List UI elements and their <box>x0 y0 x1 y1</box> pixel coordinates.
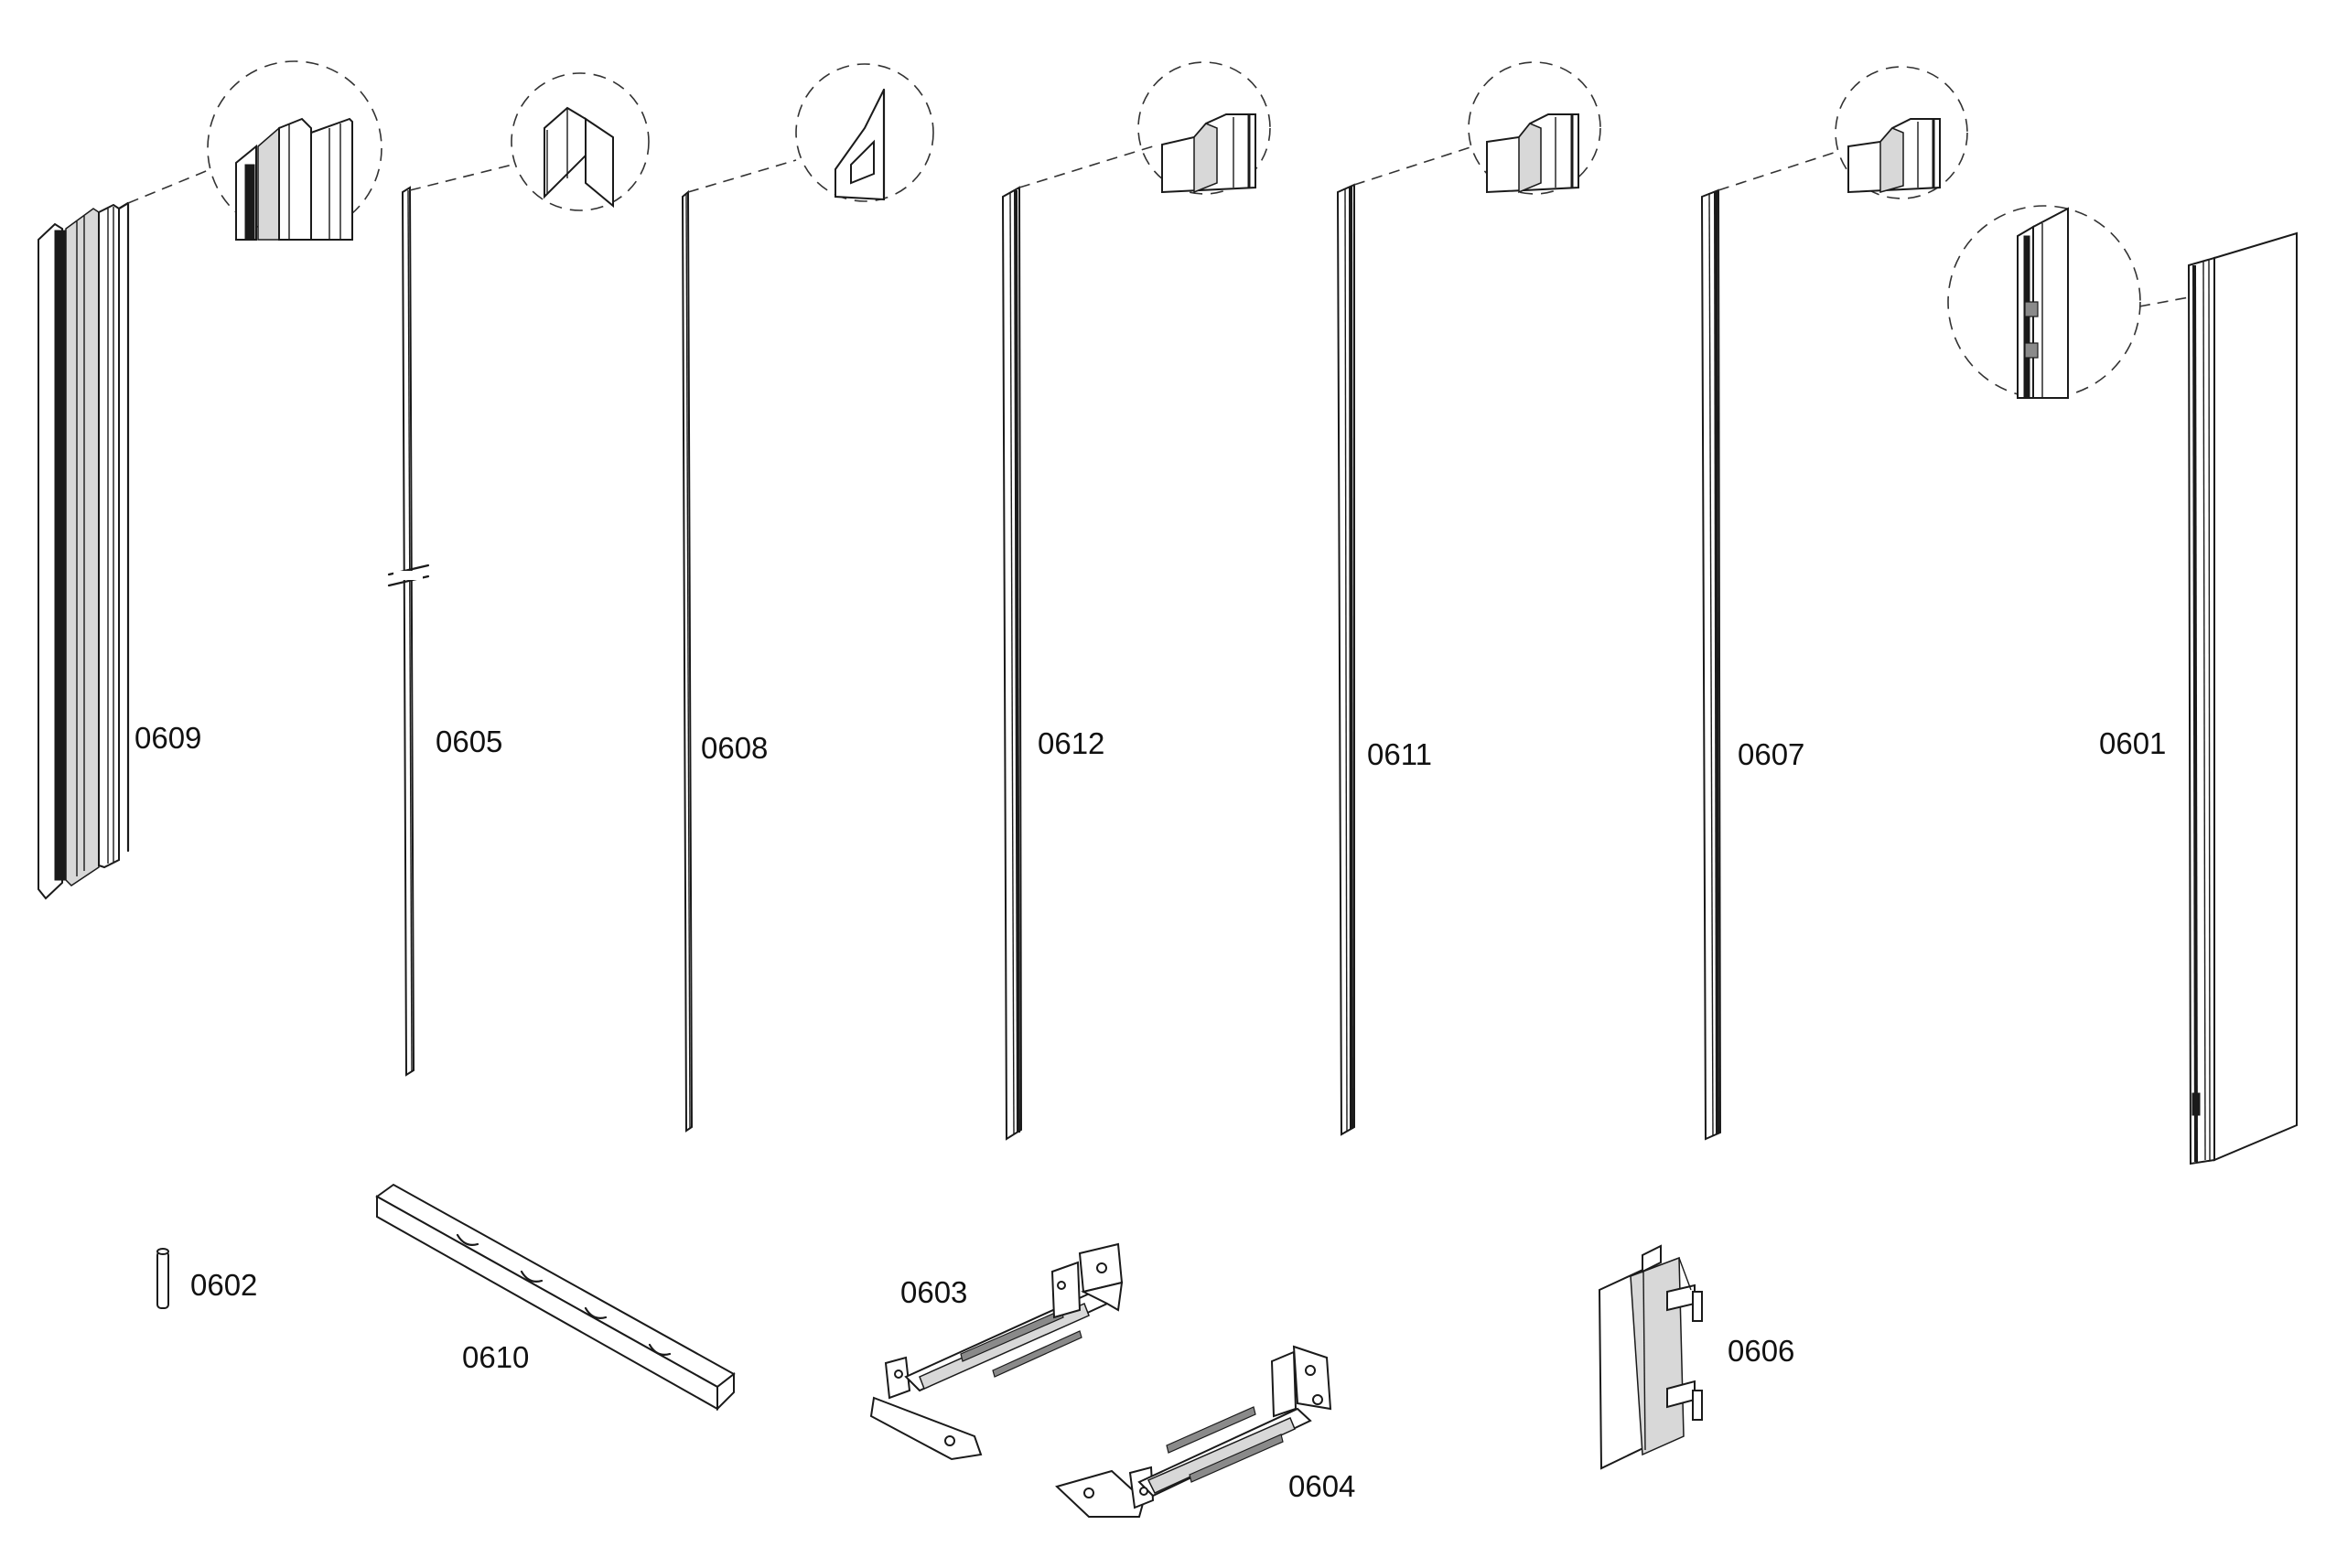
label-0608: 0608 <box>701 731 768 765</box>
label-0612: 0612 <box>1038 726 1104 760</box>
detail-0601 <box>1947 205 2190 399</box>
label-0606: 0606 <box>1728 1334 1794 1368</box>
detail-0609 <box>127 60 382 241</box>
part-0607[interactable] <box>1700 188 1722 1141</box>
label-0602: 0602 <box>190 1268 257 1302</box>
part-0611[interactable] <box>1336 183 1355 1136</box>
label-0607: 0607 <box>1738 737 1804 771</box>
part-0610[interactable] <box>375 1183 736 1412</box>
part-0603[interactable] <box>869 1242 1124 1461</box>
label-0601: 0601 <box>2099 726 2166 760</box>
detail-0605 <box>409 72 650 211</box>
label-0603: 0603 <box>900 1275 967 1309</box>
detail-0612 <box>1018 61 1271 195</box>
part-0612[interactable] <box>1001 186 1023 1141</box>
part-0605[interactable] <box>387 186 430 1077</box>
detail-0608 <box>687 63 934 202</box>
label-0605: 0605 <box>436 725 502 758</box>
part-0608[interactable] <box>681 189 694 1133</box>
detail-0607 <box>1718 66 1968 199</box>
label-0611: 0611 <box>1367 737 1432 771</box>
detail-0611 <box>1353 61 1601 195</box>
label-0609: 0609 <box>135 721 201 755</box>
part-0609[interactable] <box>38 201 130 900</box>
part-0601[interactable] <box>2187 231 2298 1165</box>
label-0604: 0604 <box>1288 1469 1355 1503</box>
label-0610: 0610 <box>462 1340 529 1374</box>
part-0604[interactable] <box>1055 1345 1332 1518</box>
part-0602[interactable] <box>156 1248 169 1309</box>
part-0606[interactable] <box>1598 1244 1703 1470</box>
